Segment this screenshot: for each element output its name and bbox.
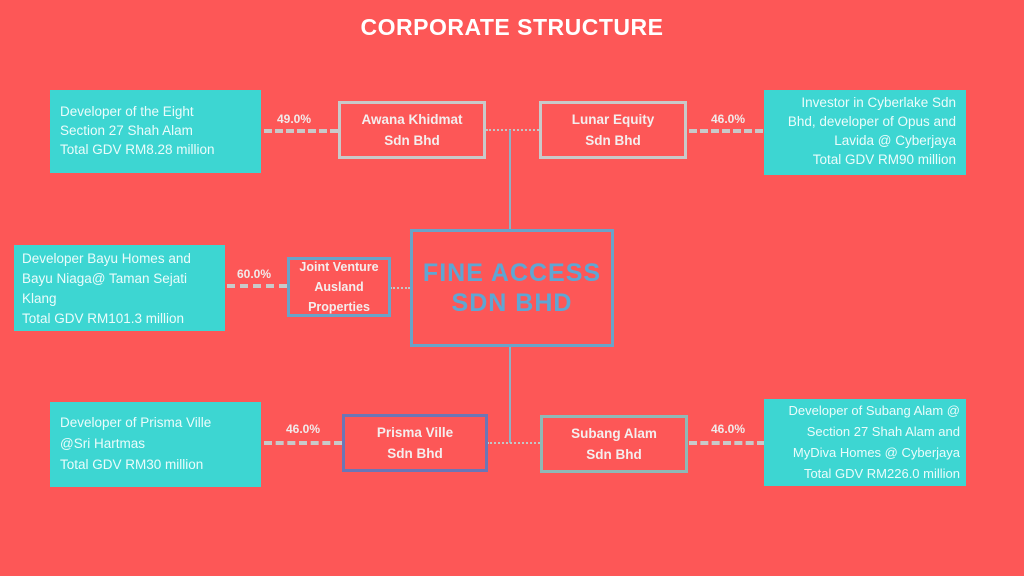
awana-link bbox=[264, 129, 338, 133]
desc-line: Lavida @ Cyberjaya bbox=[834, 133, 956, 148]
jv-description: Developer Bayu Homes and Bayu Niaga@ Tam… bbox=[14, 245, 225, 331]
connector-vertical-bottom bbox=[509, 346, 511, 443]
desc-line: Total GDV RM226.0 million bbox=[803, 466, 960, 481]
node-name: Sdn Bhd bbox=[585, 133, 641, 148]
awana-khidmat-box: Awana Khidmat Sdn Bhd bbox=[338, 101, 486, 159]
desc-line: Total GDV RM101.3 million bbox=[22, 311, 185, 326]
awana-description: Developer of the Eight Section 27 Shah A… bbox=[50, 90, 261, 173]
connector-jv bbox=[390, 287, 410, 289]
desc-line: Investor in Cyberlake Sdn bbox=[801, 95, 956, 110]
prisma-ville-box: Prisma Ville Sdn Bhd bbox=[342, 414, 488, 472]
desc-line: Bayu Niaga@ Taman Sejati bbox=[22, 271, 188, 286]
jv-stake: 60.0% bbox=[237, 267, 272, 281]
desc-line: Bhd, developer of Opus and bbox=[787, 114, 956, 129]
node-name: Sdn Bhd bbox=[384, 133, 440, 148]
node-name: Sdn Bhd bbox=[387, 446, 443, 461]
desc-line: Total GDV RM8.28 million bbox=[60, 142, 215, 157]
node-name: Joint Venture bbox=[299, 260, 379, 274]
prisma-description: Developer of Prisma Ville @Sri Hartmas T… bbox=[50, 402, 261, 487]
desc-line: Developer of Subang Alam @ bbox=[788, 403, 960, 418]
lunar-link bbox=[689, 129, 763, 133]
node-name: Properties bbox=[308, 300, 370, 314]
node-name: Subang Alam bbox=[571, 426, 657, 441]
prisma-link bbox=[264, 441, 342, 445]
node-name: Lunar Equity bbox=[571, 112, 655, 127]
prisma-stake: 46.0% bbox=[286, 422, 321, 436]
awana-stake: 49.0% bbox=[277, 112, 312, 126]
connector-top bbox=[486, 129, 539, 131]
desc-line: @Sri Hartmas bbox=[60, 436, 145, 451]
connector-vertical-top bbox=[509, 130, 511, 230]
joint-venture-box: Joint Venture Ausland Properties bbox=[287, 257, 391, 317]
subang-alam-box: Subang Alam Sdn Bhd bbox=[540, 415, 688, 473]
subang-link bbox=[689, 441, 765, 445]
lunar-stake: 46.0% bbox=[711, 112, 746, 126]
desc-line: Developer of Prisma Ville bbox=[60, 415, 212, 430]
subang-description: Developer of Subang Alam @ Section 27 Sh… bbox=[764, 399, 966, 486]
jv-link bbox=[227, 284, 287, 288]
page-title: CORPORATE STRUCTURE bbox=[360, 14, 664, 40]
lunar-equity-box: Lunar Equity Sdn Bhd bbox=[539, 101, 687, 159]
parent-name-line2: SDN BHD bbox=[451, 289, 573, 317]
parent-name-line1: FINE ACCESS bbox=[422, 259, 602, 287]
desc-line: Total GDV RM30 million bbox=[60, 457, 204, 472]
node-name: Sdn Bhd bbox=[586, 447, 642, 462]
node-name: Prisma Ville bbox=[376, 425, 454, 440]
connector-bottom bbox=[487, 442, 540, 444]
node-name: Ausland bbox=[314, 280, 364, 294]
desc-line: Developer of the Eight bbox=[60, 104, 194, 119]
desc-line: MyDiva Homes @ Cyberjaya bbox=[792, 445, 960, 460]
node-name: Awana Khidmat bbox=[361, 112, 463, 127]
desc-line: Klang bbox=[22, 291, 57, 306]
subang-stake: 46.0% bbox=[711, 422, 746, 436]
parent-company-box: FINE ACCESS SDN BHD bbox=[410, 229, 614, 347]
desc-line: Total GDV RM90 million bbox=[812, 152, 956, 167]
desc-line: Developer Bayu Homes and bbox=[22, 251, 191, 266]
desc-line: Section 27 Shah Alam bbox=[60, 123, 193, 138]
lunar-description: Investor in Cyberlake Sdn Bhd, developer… bbox=[764, 90, 966, 175]
desc-line: Section 27 Shah Alam and bbox=[806, 424, 960, 439]
